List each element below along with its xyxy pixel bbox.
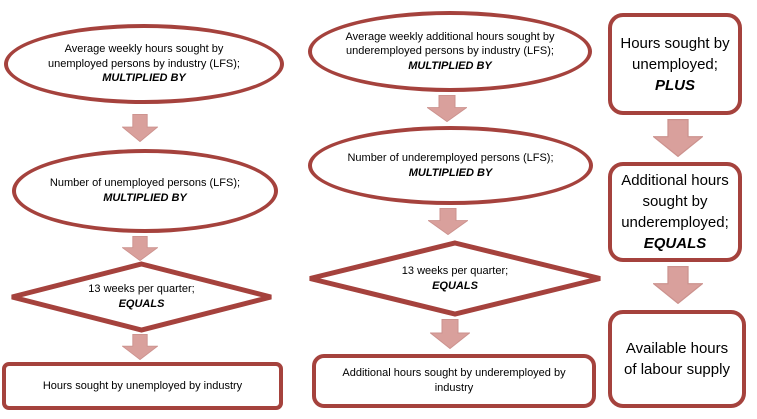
node-keyword: EQUALS [643,235,707,252]
node-text: Average weekly additional hours sought b… [345,30,555,58]
node-keyword: MULTIPLIED BY [408,166,493,179]
node-text-block: Average weekly additional hours sought b… [342,30,558,74]
node-text: Additional hours sought by underemployed… [342,367,566,394]
node-available-hours-labour-supply: Available hours of labour supply [608,310,746,408]
diamond-shape [309,240,601,317]
node-text: Hours sought by unemployed; [620,34,730,73]
down-arrow-icon [122,236,158,261]
node-text: Hours sought by unemployed by industry [42,379,243,392]
node-13-weeks-quarter-left: 13 weeks per quarter; EQUALS [9,261,274,333]
node-keyword: EQUALS [432,279,478,292]
down-arrow-icon [122,334,158,360]
down-arrow-icon [122,114,158,142]
node-text: Additional hours sought by underemployed… [621,172,729,231]
diamond-shape [11,261,272,333]
node-number-underemployed: Number of underemployed persons (LFS); M… [308,126,593,205]
node-text-block: Number of underemployed persons (LFS); M… [342,151,559,180]
node-avg-weekly-additional-hours-underemployed: Average weekly additional hours sought b… [308,11,592,92]
node-text: 13 weeks per quarter; [88,283,195,296]
node-text-block: Average weekly hours sought by unemploye… [38,42,250,86]
node-text: Available hours of labour supply [624,340,730,378]
node-13-weeks-quarter-middle: 13 weeks per quarter; EQUALS [307,240,603,317]
node-text-block: 13 weeks per quarter; EQUALS [307,240,603,317]
node-keyword: MULTIPLIED BY [408,59,492,72]
down-arrow-icon [653,119,703,157]
down-arrow-icon [428,208,468,235]
node-text: Average weekly hours sought by unemploye… [48,43,240,70]
node-text: Number of unemployed persons (LFS); [49,177,241,190]
down-arrow-icon [427,95,467,122]
node-additional-hours-underemployed: Additional hours sought by underemployed… [608,162,742,262]
node-keyword: MULTIPLIED BY [102,72,186,85]
node-keyword: MULTIPLIED BY [103,192,187,204]
node-hours-sought-unemployed: Hours sought by unemployed; PLUS [608,13,742,115]
down-arrow-icon [653,266,703,304]
node-keyword: EQUALS [118,298,165,310]
node-keyword: PLUS [654,76,695,94]
node-text: Number of underemployed persons (LFS); [347,151,554,164]
node-text-block: Number of unemployed persons (LFS); MULT… [46,176,244,205]
node-avg-weekly-hours-unemployed: Average weekly hours sought by unemploye… [4,24,284,104]
node-hours-sought-unemployed-industry: Hours sought by unemployed by industry [2,362,283,410]
node-additional-hours-underemployed-industry: Additional hours sought by underemployed… [312,354,596,408]
node-number-unemployed: Number of unemployed persons (LFS); MULT… [12,149,278,233]
node-text-block: 13 weeks per quarter; EQUALS [9,261,274,333]
down-arrow-icon [430,319,470,349]
node-text: 13 weeks per quarter; [401,264,509,277]
